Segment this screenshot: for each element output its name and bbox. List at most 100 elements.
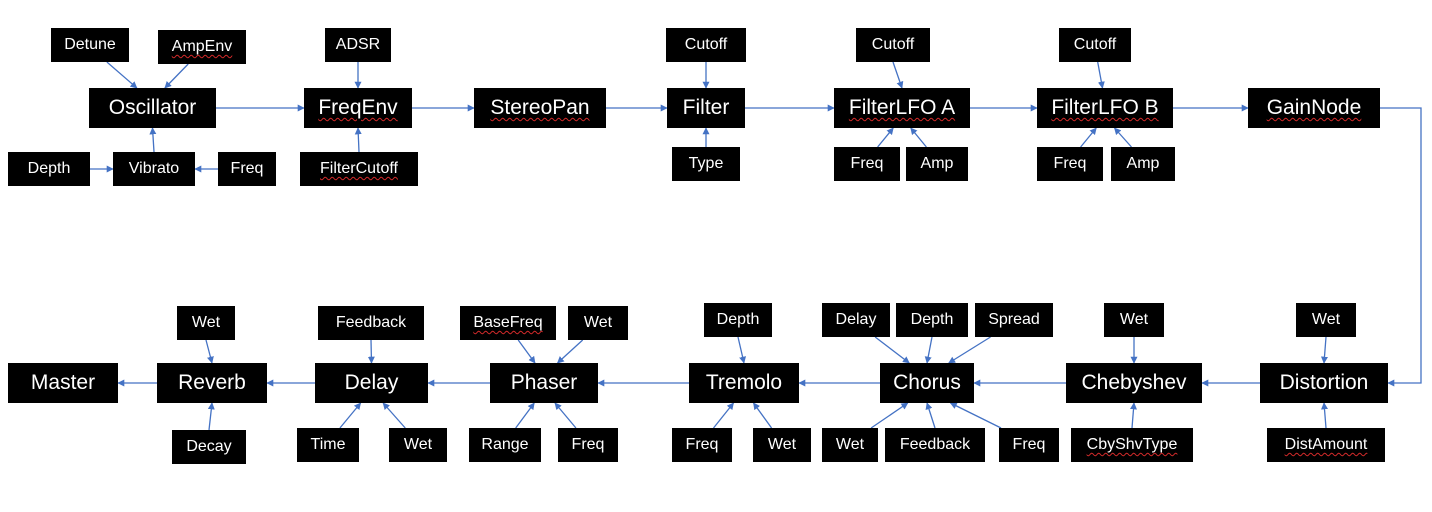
chorus-feedback-node: Feedback — [885, 428, 985, 462]
chorus-label: Chorus — [893, 371, 961, 394]
distortion-wet-node: Wet — [1296, 303, 1356, 337]
delay-feedback-label: Feedback — [335, 314, 407, 331]
connector-lfoa-amp-to-filterlfo-a — [910, 127, 927, 148]
connector-dist-wet-to-distortion — [1320, 336, 1328, 364]
reverb-decay-node: Decay — [172, 430, 246, 464]
detune-node: Detune — [51, 28, 129, 62]
chorus-freq-label: Freq — [1012, 436, 1046, 453]
chebyshev-wet-label: Wet — [1119, 311, 1149, 328]
vibrato-depth-node: Depth — [8, 152, 90, 186]
connector-detune-to-oscillator — [106, 61, 138, 89]
filterlfo-a-amp-label: Amp — [920, 155, 954, 172]
connector-delay-time-to-delay — [339, 402, 362, 429]
connector-phaser-wet-to-phaser — [556, 339, 584, 364]
filterlfo-a-freq-node: Freq — [834, 147, 900, 181]
distamount-label: DistAmount — [1284, 436, 1368, 453]
chorus-depth-label: Depth — [910, 311, 954, 328]
tremolo-freq-label: Freq — [685, 436, 719, 453]
reverb-wet-label: Wet — [191, 314, 221, 331]
phaser-range-label: Range — [481, 436, 529, 453]
chorus-depth-node: Depth — [896, 303, 968, 337]
filterlfo-a-cutoff-label: Cutoff — [871, 36, 915, 53]
gainnode-label: GainNode — [1266, 96, 1362, 119]
tremolo-depth-label: Depth — [716, 311, 760, 328]
master-node: Master — [8, 363, 118, 403]
connector-chorus-feedback-to-chorus — [925, 402, 936, 429]
connector-basefreq-to-phaser — [517, 339, 536, 364]
gainnode-node: GainNode — [1248, 88, 1380, 128]
adsr-node: ADSR — [325, 28, 391, 62]
connector-lfob-cutoff-to-filterlfo-b — [1097, 61, 1105, 89]
phaser-wet-label: Wet — [583, 314, 613, 331]
vibrato-freq-node: Freq — [218, 152, 276, 186]
vibrato-node: Vibrato — [113, 152, 195, 186]
delay-node: Delay — [315, 363, 428, 403]
basefreq-label: BaseFreq — [473, 314, 543, 331]
stereopan-label: StereoPan — [490, 96, 590, 119]
oscillator-node: Oscillator — [89, 88, 216, 128]
detune-label: Detune — [64, 36, 116, 53]
connector-cbyshvtype-to-chebyshev — [1130, 402, 1137, 429]
filterlfo-a-label: FilterLFO A — [848, 96, 956, 119]
filter-cutoff-node: Cutoff — [666, 28, 746, 62]
connector-phaser-freq-to-phaser — [554, 402, 577, 429]
stereopan-node: StereoPan — [474, 88, 606, 128]
vibrato-label: Vibrato — [128, 160, 180, 177]
filterlfo-b-cutoff-label: Cutoff — [1073, 36, 1117, 53]
connector-distamount-to-distortion — [1321, 402, 1328, 429]
phaser-freq-node: Freq — [558, 428, 618, 462]
filter-type-label: Type — [688, 155, 724, 172]
connector-chorus-wet-to-chorus — [870, 402, 909, 429]
chorus-spread-label: Spread — [988, 311, 1040, 328]
chorus-freq-node: Freq — [999, 428, 1059, 462]
connector-vibrato-to-oscillator — [149, 127, 157, 153]
connector-delay-feedback-to-delay — [367, 339, 375, 364]
tremolo-wet-label: Wet — [767, 436, 797, 453]
connector-trem-freq-to-tremolo — [713, 402, 735, 429]
reverb-wet-node: Wet — [177, 306, 235, 340]
filtercutoff-node: FilterCutoff — [300, 152, 418, 186]
connector-trem-wet-to-tremolo — [752, 402, 773, 429]
phaser-wet-node: Wet — [568, 306, 628, 340]
ampenv-label: AmpEnv — [171, 38, 233, 55]
reverb-node: Reverb — [157, 363, 267, 403]
connector-delay-wet-to-delay — [382, 402, 406, 429]
freqenv-label: FreqEnv — [318, 96, 398, 119]
tremolo-wet-node: Wet — [753, 428, 811, 462]
freqenv-node: FreqEnv — [304, 88, 412, 128]
chebyshev-node: Chebyshev — [1066, 363, 1202, 403]
filterlfo-b-freq-node: Freq — [1037, 147, 1103, 181]
reverb-decay-label: Decay — [186, 438, 232, 455]
phaser-label: Phaser — [510, 371, 578, 394]
ampenv-node: AmpEnv — [158, 30, 246, 64]
delay-wet-node: Wet — [389, 428, 447, 462]
chorus-wet-node: Wet — [822, 428, 878, 462]
connector-lfob-freq-to-filterlfo-b — [1080, 127, 1097, 148]
connector-chorus-spread-to-chorus — [948, 336, 991, 364]
distamount-node: DistAmount — [1267, 428, 1385, 462]
chorus-feedback-label: Feedback — [899, 436, 971, 453]
chorus-node: Chorus — [880, 363, 974, 403]
filterlfo-a-node: FilterLFO A — [834, 88, 970, 128]
phaser-range-node: Range — [469, 428, 541, 462]
tremolo-node: Tremolo — [689, 363, 799, 403]
filterlfo-b-label: FilterLFO B — [1051, 96, 1159, 119]
chorus-delay-node: Delay — [822, 303, 890, 337]
delay-feedback-node: Feedback — [318, 306, 424, 340]
distortion-wet-label: Wet — [1311, 311, 1341, 328]
chebyshev-wet-node: Wet — [1104, 303, 1164, 337]
cbyshvtype-node: CbyShvType — [1071, 428, 1193, 462]
filterlfo-a-cutoff-node: Cutoff — [856, 28, 930, 62]
connector-reverb-wet-to-reverb — [205, 339, 214, 364]
connector-reverb-decay-to-reverb — [207, 402, 215, 431]
filterlfo-a-freq-label: Freq — [850, 155, 884, 172]
connector-lfob-amp-to-filterlfo-b — [1114, 127, 1132, 148]
delay-time-node: Time — [297, 428, 359, 462]
filterlfo-b-node: FilterLFO B — [1037, 88, 1173, 128]
chebyshev-label: Chebyshev — [1081, 371, 1187, 394]
connector-chorus-delay-to-chorus — [874, 336, 910, 364]
connector-ampenv-to-oscillator — [164, 63, 189, 89]
tremolo-label: Tremolo — [705, 371, 783, 394]
reverb-label: Reverb — [178, 371, 246, 394]
